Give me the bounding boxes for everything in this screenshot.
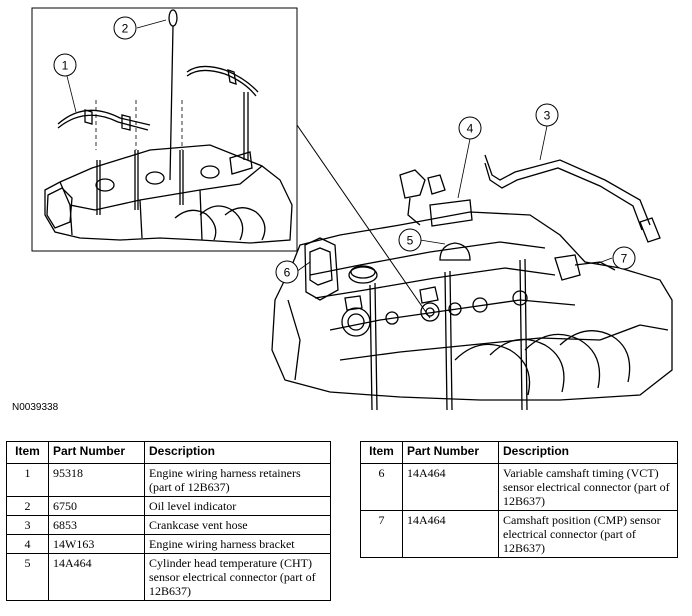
item-cell: 6 xyxy=(360,463,403,511)
callout-3: 3 xyxy=(535,103,559,127)
table-row: 3 6853 Crankcase vent hose xyxy=(6,515,331,535)
item-cell: 5 xyxy=(6,553,49,601)
table-row: 5 14A464 Cylinder head temperature (CHT)… xyxy=(6,553,331,601)
description-cell: Variable camshaft timing (VCT) sensor el… xyxy=(498,463,678,511)
callout-2: 2 xyxy=(113,16,137,40)
item-cell: 7 xyxy=(360,510,403,558)
part-number-cell: 95318 xyxy=(48,463,145,497)
svg-text:2: 2 xyxy=(122,22,129,36)
item-cell: 3 xyxy=(6,515,49,535)
svg-text:6: 6 xyxy=(284,266,291,280)
table-row: 7 14A464 Camshaft position (CMP) sensor … xyxy=(360,510,678,558)
header-description: Description xyxy=(498,441,678,464)
inset-engine-drawing xyxy=(44,9,293,244)
part-number-cell: 14A464 xyxy=(48,553,145,601)
description-cell: Cylinder head temperature (CHT) sensor e… xyxy=(144,553,331,601)
svg-text:1: 1 xyxy=(62,59,69,73)
part-number-cell: 6853 xyxy=(48,515,145,535)
description-cell: Camshaft position (CMP) sensor electrica… xyxy=(498,510,678,558)
item-cell: 4 xyxy=(6,534,49,554)
parts-table-right: Item Part Number Description 6 14A464 Va… xyxy=(360,441,678,558)
description-cell: Crankcase vent hose xyxy=(144,515,331,535)
callout-leaders xyxy=(66,19,613,273)
item-cell: 1 xyxy=(6,463,49,497)
table-row: 2 6750 Oil level indicator xyxy=(6,496,331,516)
part-number-cell: 14A464 xyxy=(402,463,499,511)
table-row: 4 14W163 Engine wiring harness bracket xyxy=(6,534,331,554)
header-part-number: Part Number xyxy=(402,441,499,464)
part-number-cell: 6750 xyxy=(48,496,145,516)
svg-text:4: 4 xyxy=(467,122,474,136)
engine-illustration: 1 2 3 4 5 6 7 xyxy=(31,7,673,411)
table-row: 1 95318 Engine wiring harness retainers … xyxy=(6,463,331,497)
table-row: 6 14A464 Variable camshaft timing (VCT) … xyxy=(360,463,678,511)
table-header-row: Item Part Number Description xyxy=(360,441,678,464)
part-number-cell: 14A464 xyxy=(402,510,499,558)
svg-text:3: 3 xyxy=(544,109,551,123)
header-item: Item xyxy=(6,441,49,464)
description-cell: Engine wiring harness bracket xyxy=(144,534,331,554)
inset-frame xyxy=(31,7,298,252)
inset-connector-line xyxy=(296,124,431,319)
header-part-number: Part Number xyxy=(48,441,145,464)
svg-text:7: 7 xyxy=(621,252,628,266)
description-cell: Oil level indicator xyxy=(144,496,331,516)
inset-leader-lines xyxy=(95,100,183,150)
item-cell: 2 xyxy=(6,496,49,516)
part-number-cell: 14W163 xyxy=(48,534,145,554)
callout-5: 5 xyxy=(398,228,422,252)
callout-1: 1 xyxy=(53,53,77,77)
main-engine-drawing xyxy=(271,154,673,411)
figure-id: N0039338 xyxy=(12,402,59,413)
table-header-row: Item Part Number Description xyxy=(6,441,331,464)
header-description: Description xyxy=(144,441,331,464)
callout-7: 7 xyxy=(612,246,636,270)
description-cell: Engine wiring harness retainers (part of… xyxy=(144,463,331,497)
parts-table-left: Item Part Number Description 1 95318 Eng… xyxy=(6,441,331,601)
callout-4: 4 xyxy=(458,116,482,140)
svg-text:5: 5 xyxy=(407,234,414,248)
header-item: Item xyxy=(360,441,403,464)
callout-6: 6 xyxy=(275,260,299,284)
